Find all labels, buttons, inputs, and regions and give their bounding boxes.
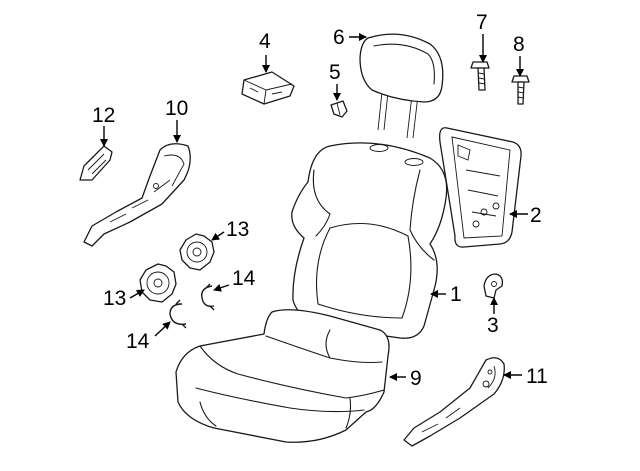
callout-13-upper: 13 [226,218,249,241]
callout-7: 7 [476,11,488,34]
recliner-gear-upper [179,233,215,271]
callout-11: 11 [526,365,548,388]
callout-6: 6 [333,26,345,49]
callout-12: 12 [92,104,115,127]
callout-1: 1 [450,283,462,306]
callout-4: 4 [259,30,271,53]
knob [483,273,504,299]
small-trim [79,145,113,181]
callout-14-upper: 14 [232,267,256,290]
bracket [241,71,295,105]
bolt-b [511,75,530,105]
recliner-gear-lower [139,263,177,303]
clip [330,100,348,118]
leader-14a [213,283,230,292]
leader-13b [129,289,145,299]
callout-10: 10 [165,97,188,120]
callout-labels: 1 2 3 4 5 6 7 8 9 10 11 12 13 13 14 14 [92,11,548,390]
callout-13-lower: 13 [103,287,126,310]
seat-back [291,142,448,339]
retaining-ring-upper [201,283,215,311]
callout-3: 3 [487,314,499,337]
callout-8: 8 [513,33,525,56]
retaining-ring-lower [169,299,187,329]
leader-lines [100,33,528,381]
headrest [359,33,444,139]
seat-back-panel [439,127,522,248]
callout-2: 2 [530,204,542,227]
callout-14-lower: 14 [126,330,150,353]
seat-cushion [175,309,390,443]
callout-9: 9 [410,367,422,390]
callout-5: 5 [329,61,341,84]
leader-13a [211,231,225,241]
side-shield [83,143,191,247]
bolt-a [470,61,490,91]
leader-14b [154,321,171,337]
